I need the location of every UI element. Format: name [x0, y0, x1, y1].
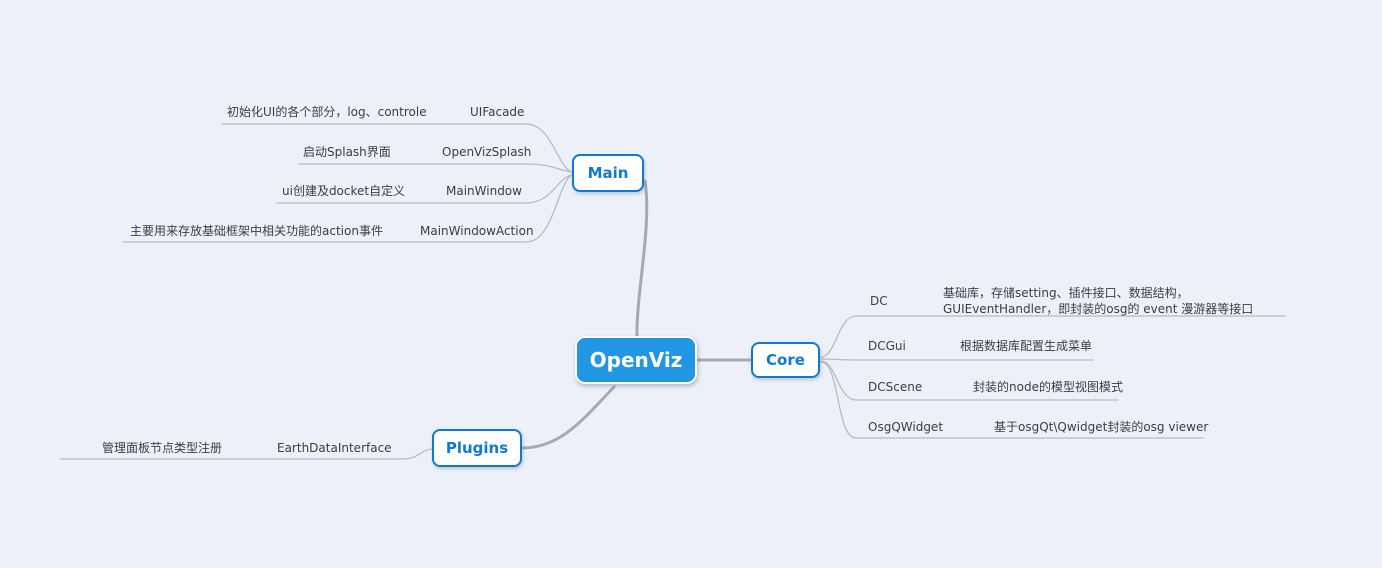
- root-topic-openviz[interactable]: OpenViz: [575, 336, 697, 384]
- branch-topic-main[interactable]: Main: [572, 154, 644, 192]
- connector-root-main: [635, 179, 649, 338]
- underline-dc: [820, 315, 1286, 358]
- underline-mainwindow: [276, 174, 573, 204]
- leaf-topic-mainwindowaction[interactable]: MainWindowAction: [420, 224, 534, 238]
- underline-openvizsplash: [298, 163, 573, 173]
- leaf-topic-dcscene[interactable]: DCScene: [868, 380, 923, 394]
- underline-uifacade: [221, 123, 573, 173]
- underline-dcscene: [820, 360, 1119, 401]
- leaf-topic-uifacade[interactable]: UIFacade: [470, 105, 525, 119]
- leaf-note-earthdatainterface: 管理面板节点类型注册: [102, 441, 223, 455]
- underline-mainwindowaction: [122, 174, 573, 243]
- leaf-topic-dc[interactable]: DC: [870, 294, 888, 308]
- leaf-note-mainwindowaction: 主要用来存放基础框架中相关功能的action事件: [130, 224, 383, 238]
- leaf-note-dcgui: 根据数据库配置生成菜单: [960, 339, 1093, 353]
- underline-earthdatainterface: [59, 448, 433, 460]
- leaf-topic-earthdatainterface[interactable]: EarthDataInterface: [277, 441, 392, 455]
- underline-osgqwidget: [820, 361, 1204, 439]
- root-topic-label: OpenViz: [589, 348, 683, 372]
- leaf-topic-dcgui[interactable]: DCGui: [868, 339, 906, 353]
- leaf-topic-openvizsplash[interactable]: OpenVizSplash: [442, 145, 532, 159]
- leaf-topic-mainwindow[interactable]: MainWindow: [446, 184, 522, 198]
- leaf-topic-osgqwidget[interactable]: OsgQWidget: [868, 420, 944, 434]
- branch-topic-core[interactable]: Core: [751, 342, 820, 378]
- branch-topic-plugins-label: Plugins: [445, 439, 509, 457]
- leaf-note-mainwindow: ui创建及docket自定义: [282, 184, 406, 198]
- leaf-note-dc: 基础库，存储setting、插件接口、数据结构，GUIEventHandler，…: [943, 286, 1254, 316]
- branch-topic-main-label: Main: [587, 164, 629, 182]
- branch-topic-core-label: Core: [766, 351, 805, 369]
- leaf-note-dcscene: 封装的node的模型视图模式: [973, 380, 1123, 394]
- branch-topic-plugins[interactable]: Plugins: [432, 429, 522, 467]
- underline-dcgui: [820, 358, 1094, 361]
- connector-root-plugins: [520, 385, 616, 450]
- leaf-note-uifacade: 初始化UI的各个部分，log、controle: [227, 105, 427, 119]
- leaf-note-osgqwidget: 基于osgQt\Qwidget封装的osg viewer: [994, 420, 1209, 434]
- leaf-note-openvizsplash: 启动Splash界面: [303, 145, 391, 159]
